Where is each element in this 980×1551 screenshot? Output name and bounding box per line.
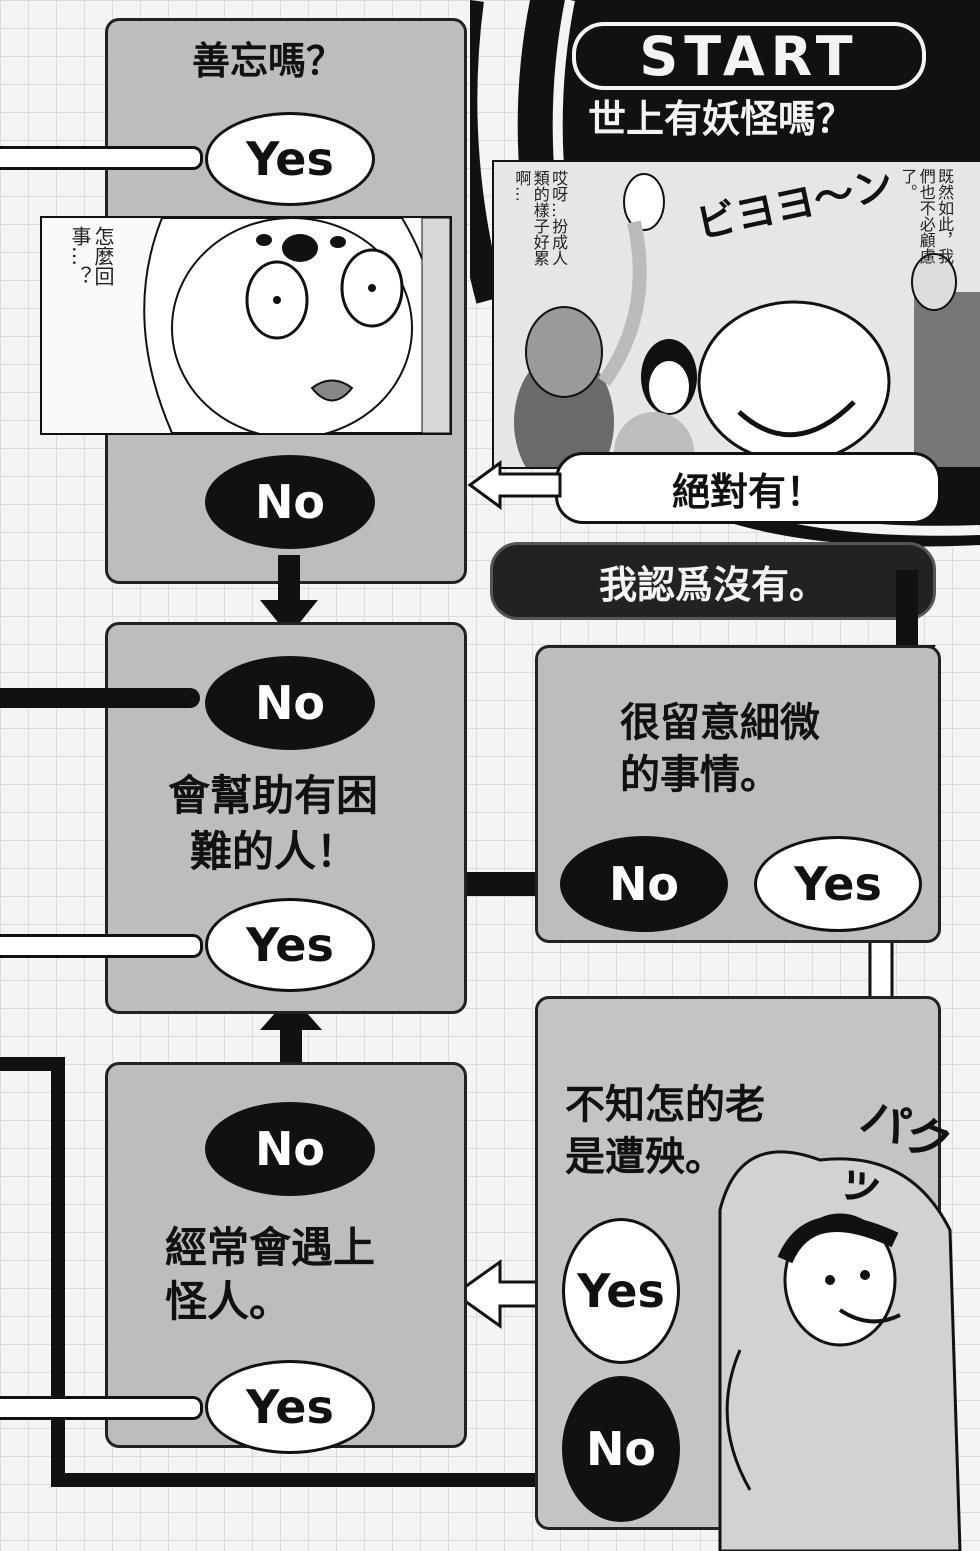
forgetful-no-label: No <box>254 475 326 529</box>
weird-no-label: No <box>254 1122 326 1176</box>
forgetful-yes-label: Yes <box>246 132 334 186</box>
bubble-girl: 怎麼回事…？ <box>68 226 115 286</box>
weird-yes-pill[interactable]: Yes <box>205 1360 375 1454</box>
help-yes-pill[interactable]: Yes <box>205 898 375 992</box>
connector-left-2 <box>0 688 200 708</box>
question-weird-line2: 怪人。 <box>165 1277 292 1326</box>
forgetful-no-pill[interactable]: No <box>205 455 375 549</box>
connector-left-1 <box>0 146 203 170</box>
details-no-label: No <box>608 857 680 911</box>
answer-think-no: 我認爲沒有。 <box>490 542 936 620</box>
weird-no-pill[interactable]: No <box>205 1102 375 1196</box>
yokai-illustration <box>494 162 980 467</box>
bad-luck-yes-label: Yes <box>577 1264 665 1318</box>
bad-luck-no-pill[interactable]: No <box>562 1376 680 1522</box>
details-yes-label: Yes <box>794 857 882 911</box>
forgetful-yes-pill[interactable]: Yes <box>205 112 375 206</box>
manga-panel-yokai: 哎呀…扮成人類的樣子好累啊… 既然如此，我們也不必顧慮了。 ビヨヨ〜ン <box>492 160 980 469</box>
help-yes-label: Yes <box>246 918 334 972</box>
start-label: START <box>572 22 926 90</box>
start-label-text: START <box>639 24 859 88</box>
panic-man-illustration <box>718 1150 962 1551</box>
start-question: 世上有妖怪嗎？ <box>588 97 855 141</box>
bubble-yokai-right: 既然如此，我們也不必顧慮了。 <box>898 168 955 264</box>
question-weird-line1: 經常會遇上 <box>165 1223 376 1272</box>
girl-illustration <box>42 218 450 433</box>
help-no-label: No <box>254 676 326 730</box>
help-no-pill[interactable]: No <box>205 656 375 750</box>
weird-yes-label: Yes <box>246 1380 334 1434</box>
answer-absolutely-yes-text: 絕對有！ <box>671 469 824 514</box>
question-help-line1: 會幫助有困 <box>168 771 379 820</box>
bad-luck-no-label: No <box>585 1422 657 1476</box>
bad-luck-yes-pill[interactable]: Yes <box>562 1218 680 1364</box>
connector-left-3 <box>0 934 203 958</box>
answer-think-no-text: 我認爲沒有。 <box>598 562 827 607</box>
question-details-line2: 的事情。 <box>620 752 780 798</box>
connector-left-4 <box>0 1396 203 1420</box>
question-bad-luck-line1: 不知怎的老 <box>565 1082 765 1128</box>
manga-panel-girl: 怎麼回事…？ <box>40 216 452 435</box>
question-bad-luck-line2: 是遭殃。 <box>565 1134 725 1180</box>
question-forgetful: 善忘嗎？ <box>192 39 345 83</box>
question-help-line2: 難的人！ <box>190 827 359 876</box>
answer-absolutely-yes: 絕對有！ <box>555 452 941 524</box>
bubble-yokai-left: 哎呀…扮成人類的樣子好累啊… <box>512 170 569 266</box>
details-yes-pill[interactable]: Yes <box>754 836 922 932</box>
question-details-line1: 很留意細微 <box>620 700 820 746</box>
details-no-pill[interactable]: No <box>560 836 728 932</box>
